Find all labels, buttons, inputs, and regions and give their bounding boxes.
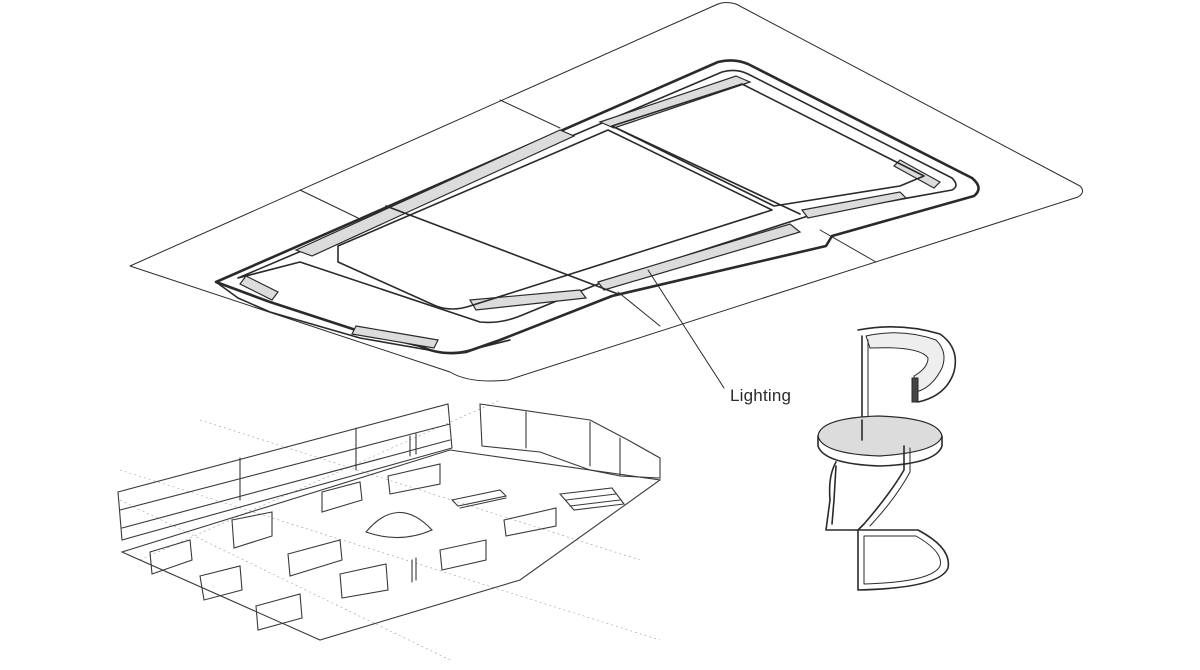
chair-frame-front — [825, 461, 857, 531]
recessed-panel-left — [337, 129, 773, 310]
chair-backrest — [857, 326, 957, 403]
lighting-label: Lighting — [730, 386, 792, 405]
room-sofa-4 — [387, 463, 441, 495]
room-stair — [558, 487, 626, 511]
lighting-strip-top — [598, 75, 752, 129]
lighting-strip-front-right — [800, 191, 908, 219]
chair-seat-top — [817, 415, 943, 457]
room-sofa-2 — [231, 511, 273, 549]
room-sofa-8 — [503, 507, 557, 537]
lighting-leader-line — [647, 269, 725, 389]
room-sofa-3 — [321, 481, 363, 513]
chair-frame-rear-inner — [869, 447, 911, 527]
room-floor — [120, 449, 662, 641]
lighting-strip-left-long — [294, 129, 576, 257]
room-sofa-1 — [149, 539, 193, 575]
chair-base-loop-inner — [863, 535, 941, 585]
slab-joint-3 — [819, 229, 877, 263]
recessed-panel-right — [611, 83, 925, 207]
slab-joint-2 — [499, 99, 561, 129]
slab-joint-1 — [299, 189, 359, 219]
ceiling-assembly — [129, 2, 1084, 382]
chair-sketch — [817, 326, 957, 591]
lighting-strip-front-left — [468, 289, 588, 311]
lighting-strip-corner-left — [239, 275, 279, 301]
chair-backrest-pad — [865, 332, 945, 393]
lighting-strip-lower-left — [351, 325, 439, 349]
chair-frame-rear — [857, 445, 905, 531]
ceiling-frame-front — [215, 281, 511, 354]
panel-divider — [385, 205, 619, 295]
room-dome — [365, 511, 433, 539]
room-sketch — [117, 399, 662, 661]
room-sofa-7 — [439, 539, 487, 571]
room-door — [409, 433, 417, 457]
ceiling-frame-inner — [237, 69, 957, 324]
room-table — [450, 489, 508, 509]
ceiling-slab-outline — [129, 2, 1084, 382]
chair-base-loop — [855, 529, 950, 591]
room-sofa-10 — [255, 593, 303, 631]
slab-joint-4 — [617, 291, 661, 327]
chair-back-dark-block — [911, 377, 919, 403]
room-sofa-6 — [339, 563, 389, 599]
room-sofa-5 — [287, 539, 343, 577]
room-sofa-9 — [199, 565, 243, 601]
room-back-wall-left — [117, 403, 453, 541]
panel-divider-2 — [611, 125, 801, 215]
chair-seat-edge — [817, 435, 943, 467]
